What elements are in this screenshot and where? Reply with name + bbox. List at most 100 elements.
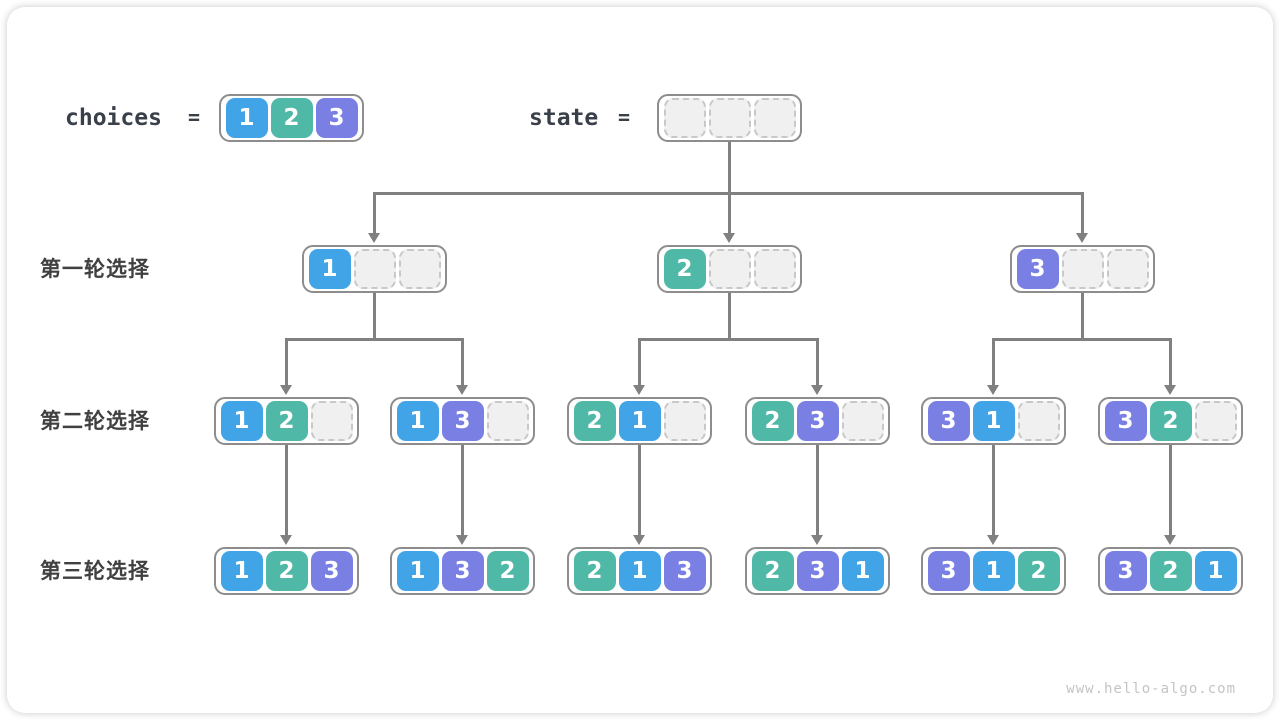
tree-node: 1: [302, 245, 447, 293]
connector-line: [373, 193, 376, 234]
connector-line: [1169, 445, 1172, 536]
connector-line: [285, 339, 288, 386]
connector-line: [1169, 339, 1172, 386]
connector-line: [1081, 193, 1084, 234]
node-cell: 3: [796, 551, 839, 591]
connector-line: [728, 193, 731, 234]
node-cell: 1: [396, 551, 439, 591]
tree-node: 3: [1010, 245, 1155, 293]
node-cell: 3: [1104, 401, 1147, 441]
node-cell: 3: [796, 401, 839, 441]
node-cell: 1: [225, 98, 268, 138]
connector-line: [461, 339, 464, 386]
connector-line: [728, 293, 731, 341]
node-cell: 3: [315, 98, 358, 138]
round-2-label: 第二轮选择: [40, 409, 150, 433]
down-arrowhead-icon: [987, 385, 999, 395]
node-cell: 2: [265, 551, 308, 591]
connector-line: [992, 337, 1172, 341]
connector-line: [992, 339, 995, 386]
down-arrowhead-icon: [1076, 233, 1088, 243]
node-cell: 2: [751, 551, 794, 591]
connector-line: [1081, 293, 1084, 341]
empty-cell: [1106, 249, 1149, 289]
node-cell: 3: [1016, 249, 1059, 289]
down-arrowhead-icon: [280, 385, 292, 395]
down-arrowhead-icon: [368, 233, 380, 243]
down-arrowhead-icon: [456, 385, 468, 395]
node-cell: 1: [308, 249, 351, 289]
node-cell: 1: [220, 551, 263, 591]
connector-line: [638, 339, 641, 386]
down-arrowhead-icon: [633, 535, 645, 545]
state-equals-sign: =: [618, 105, 631, 129]
node-cell: 1: [618, 551, 661, 591]
down-arrowhead-icon: [1164, 535, 1176, 545]
node-cell: 1: [972, 551, 1015, 591]
down-arrowhead-icon: [456, 535, 468, 545]
empty-cell: [753, 98, 796, 138]
node-cell: 3: [310, 551, 353, 591]
empty-cell: [1194, 401, 1237, 441]
connector-line: [285, 445, 288, 536]
node-cell: 1: [396, 401, 439, 441]
empty-cell: [310, 401, 353, 441]
round-1-label: 第一轮选择: [40, 257, 150, 281]
node-cell: 3: [1104, 551, 1147, 591]
connector-line: [461, 445, 464, 536]
down-arrowhead-icon: [811, 385, 823, 395]
node-cell: 2: [663, 249, 706, 289]
connector-line: [816, 339, 819, 386]
node-cell: 2: [573, 551, 616, 591]
empty-cell: [708, 98, 751, 138]
node-cell: 2: [270, 98, 313, 138]
node-cell: 1: [220, 401, 263, 441]
empty-cell: [1017, 401, 1060, 441]
connector-line: [992, 445, 995, 536]
empty-cell: [486, 401, 529, 441]
node-cell: 2: [486, 551, 529, 591]
node-cell: 3: [663, 551, 706, 591]
down-arrowhead-icon: [280, 535, 292, 545]
empty-cell: [708, 249, 751, 289]
down-arrowhead-icon: [987, 535, 999, 545]
node-cell: 2: [1149, 551, 1192, 591]
down-arrowhead-icon: [633, 385, 645, 395]
connector-line: [638, 337, 819, 341]
node-cell: 3: [927, 551, 970, 591]
state-label: state: [529, 105, 599, 131]
node-cell: 2: [573, 401, 616, 441]
empty-cell: [841, 401, 884, 441]
connector-line: [728, 142, 731, 195]
empty-cell: [353, 249, 396, 289]
down-arrowhead-icon: [1164, 385, 1176, 395]
tree-node: 2: [657, 245, 802, 293]
node-cell: 1: [618, 401, 661, 441]
empty-cell: [663, 401, 706, 441]
empty-cell: [753, 249, 796, 289]
connector-line: [285, 337, 464, 341]
node-cell: 1: [1194, 551, 1237, 591]
connector-line: [638, 445, 641, 536]
empty-cell: [663, 98, 706, 138]
node-cell: 2: [265, 401, 308, 441]
empty-cell: [398, 249, 441, 289]
choices-label: choices: [65, 105, 162, 131]
node-cell: 3: [441, 401, 484, 441]
state-box: [657, 94, 802, 142]
node-cell: 1: [841, 551, 884, 591]
choices-equals-sign: =: [188, 105, 201, 129]
